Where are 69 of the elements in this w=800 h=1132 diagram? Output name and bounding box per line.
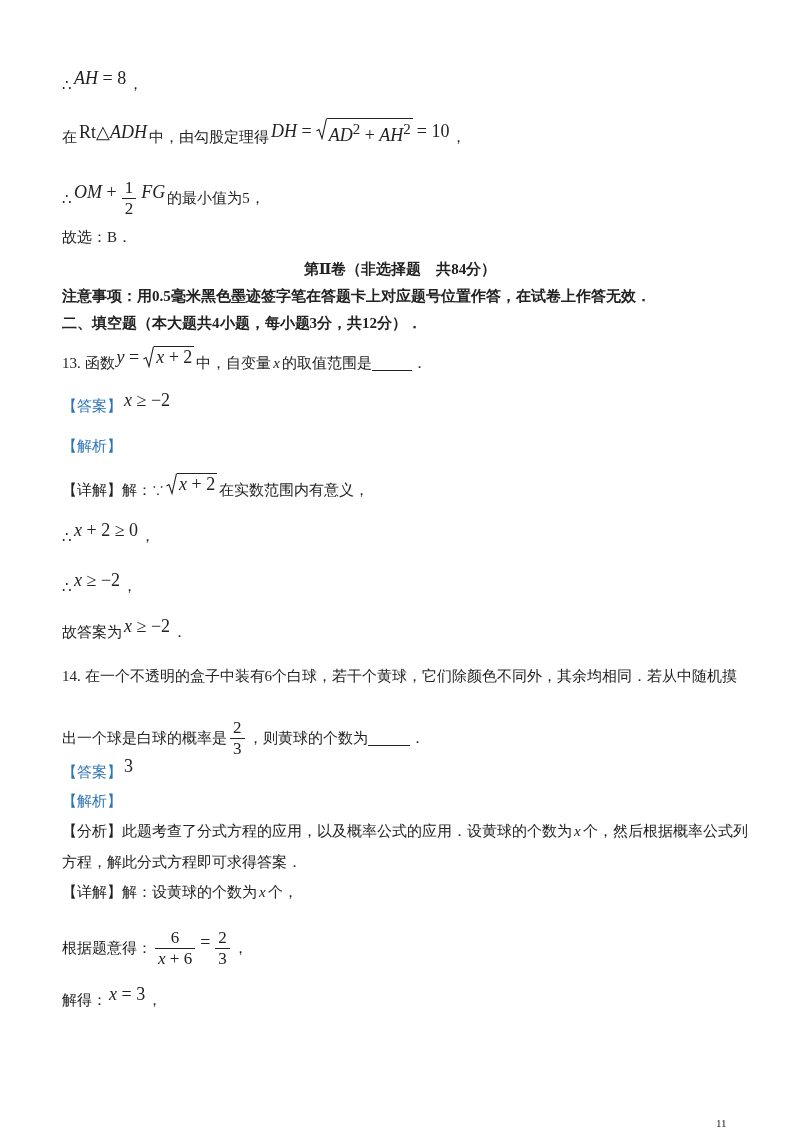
fraction-numerator: 2 xyxy=(218,928,227,948)
punctuation: ． xyxy=(412,353,427,373)
math-expression: AH = 8 xyxy=(74,68,127,89)
punctuation: ， xyxy=(232,939,248,958)
solution-text: 【详解】解：设黄球的个数为 xyxy=(62,883,257,902)
page-number: 11 xyxy=(716,1117,727,1129)
therefore-sign: ∴ xyxy=(62,189,72,208)
math-expression: = xyxy=(200,932,211,953)
answer-tag: 【答案】 xyxy=(62,397,122,416)
punctuation: ， xyxy=(128,75,144,94)
math-expression: DH = xyxy=(271,121,312,142)
section-heading: 二、填空题（本大题共4小题，每小题3分，共12分）． xyxy=(62,314,422,333)
punctuation: ． xyxy=(409,729,425,748)
question-text: 的取值范围是 xyxy=(282,353,372,373)
fraction-denominator: x + 6 xyxy=(155,948,196,969)
solution-text: 中，由勾股定理得 xyxy=(149,128,269,147)
punctuation: ， xyxy=(147,991,163,1010)
math-expression: x ≥ −2 xyxy=(124,390,171,411)
notice-text: 注意事项：用0.5毫米黑色墨迹签字笔在答题卡上对应题号位置作答，在试卷上作答无效． xyxy=(62,287,651,306)
fraction-denominator: 3 xyxy=(215,948,230,969)
question-text: 中，自变量 xyxy=(196,353,272,373)
punctuation: 个， xyxy=(267,883,298,902)
question-text: ，则黄球的个数为 xyxy=(247,729,368,748)
math-expression: OM + xyxy=(74,182,117,203)
math-expression: x = 3 xyxy=(109,984,146,1005)
radicand: x + 2 xyxy=(177,473,218,494)
question-text: 出一个球是白球的概率是 xyxy=(62,729,227,748)
fraction-numerator: 6 xyxy=(170,928,180,948)
punctuation: ， xyxy=(122,577,138,596)
math-expression: 3 xyxy=(124,756,133,777)
solution-text: 的最小值为5， xyxy=(167,189,265,208)
math-expression: x + 2 ≥ 0 xyxy=(74,520,139,541)
solution-text: 根据题意得： xyxy=(62,939,152,958)
section-heading: 第Ⅱ卷（非选择题 共84分） xyxy=(303,260,497,279)
fraction-numerator: 2 xyxy=(233,718,242,738)
punctuation: ． xyxy=(172,623,188,642)
solution-text: 在 xyxy=(62,128,77,147)
solution-text: 故选：B． xyxy=(62,228,132,247)
solution-text: 【详解】解：∵ xyxy=(62,480,164,500)
solution-text: 【分析】此题考查了分式方程的应用，以及概率公式的应用．设黄球的个数为 xyxy=(62,822,572,841)
punctuation: ， xyxy=(140,527,156,546)
solution-text: 方程，解此分式方程即可求得答案． xyxy=(62,853,302,872)
fraction-denominator: 3 xyxy=(230,738,245,759)
variable: x xyxy=(574,823,581,840)
solution-text: 故答案为 xyxy=(62,623,122,642)
math-expression: Rt△ADH xyxy=(79,120,147,143)
solution-text: 在实数范围内有意义， xyxy=(219,480,370,500)
solution-text: 个，然后根据概率公式列 xyxy=(582,822,748,841)
question-text: 13. 函数 xyxy=(62,353,115,373)
math-expression: = 10 xyxy=(416,121,450,142)
punctuation: ， xyxy=(451,128,467,147)
analysis-tag: 【解析】 xyxy=(62,437,122,456)
math-expression: y = xyxy=(116,346,140,368)
therefore-sign: ∴ xyxy=(62,75,72,94)
math-expression: FG xyxy=(141,182,166,203)
math-expression: x ≥ −2 xyxy=(124,616,171,637)
radicand: AD$^{2}$ + AH$^{2}$ xyxy=(326,118,413,145)
answer-tag: 【答案】 xyxy=(62,763,122,782)
fraction-denominator: 2 xyxy=(121,198,137,219)
question-text: 14. 在一个不透明的盒子中装有6个白球，若干个黄球，它们除颜色不同外，其余均相同．若从中随机摸 xyxy=(62,667,737,686)
radicand: x + 2 xyxy=(154,346,195,367)
therefore-sign: ∴ xyxy=(62,577,72,596)
fraction-numerator: 1 xyxy=(124,178,134,198)
therefore-sign: ∴ xyxy=(62,527,72,546)
math-expression: x ≥ −2 xyxy=(74,570,121,591)
analysis-tag: 【解析】 xyxy=(62,792,122,811)
solution-text: 解得： xyxy=(62,991,107,1010)
variable: x xyxy=(259,884,266,901)
variable: x xyxy=(273,354,280,372)
